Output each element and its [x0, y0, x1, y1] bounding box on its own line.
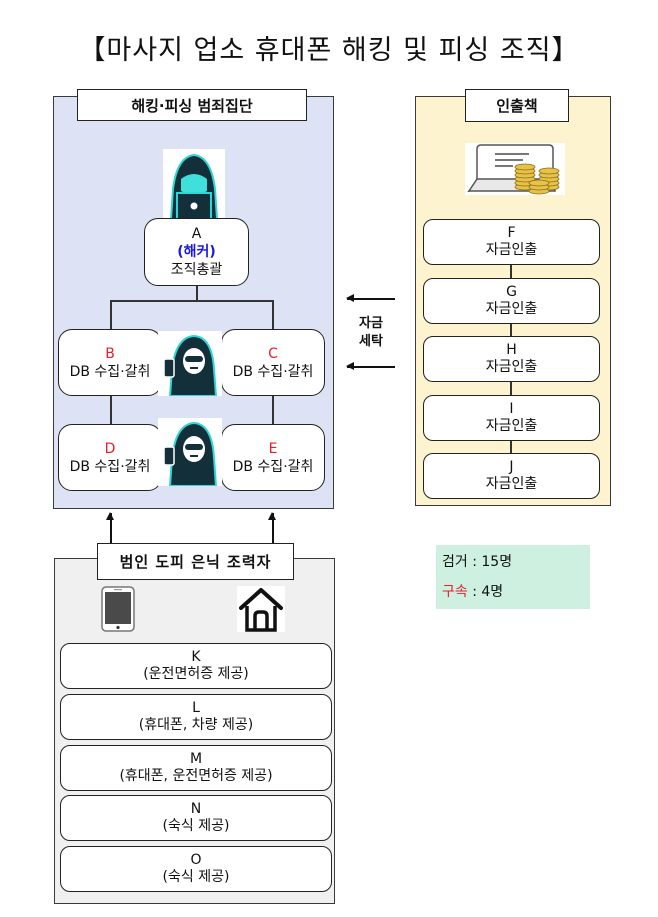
member-node-d: D DB 수집·갈취	[58, 424, 162, 491]
helper-node-n: N (숙식 제공)	[60, 795, 332, 841]
launder-line2: 세탁	[359, 334, 383, 349]
withdrawer-node-i: I 자금인출	[423, 395, 600, 441]
hacker-tag: (해커)	[177, 244, 216, 260]
member-role: 자금인출	[485, 476, 538, 492]
member-role: 자금인출	[485, 242, 538, 258]
member-node-c: C DB 수집·갈취	[221, 329, 325, 396]
withdrawer-node-j: J 자금인출	[423, 453, 600, 499]
member-id: A	[191, 226, 202, 242]
member-id: L	[192, 700, 200, 716]
detained-stat: 구속 : 4명	[442, 577, 590, 607]
connector-line	[110, 300, 112, 330]
withdrawer-node-f: F 자금인출	[423, 219, 600, 265]
detained-label: 구속	[442, 584, 468, 600]
member-id: O	[190, 852, 202, 868]
member-role: (운전면허증 제공)	[143, 666, 249, 682]
connector-line	[272, 300, 274, 330]
member-id: D	[104, 440, 116, 457]
member-role: (숙식 제공)	[162, 818, 230, 834]
launder-label: 자금 세탁	[346, 315, 396, 351]
member-id: H	[506, 342, 517, 358]
withdrawers-header: 인출책	[465, 89, 569, 122]
member-id: K	[191, 649, 201, 665]
arrested-value: : 15명	[467, 554, 513, 570]
member-role: 조직총괄	[170, 262, 223, 278]
member-id: N	[190, 801, 202, 817]
smartphone-icon	[101, 586, 135, 632]
hacking-group-header: 해킹·피싱 범죄집단	[77, 89, 307, 121]
member-id: I	[509, 401, 514, 417]
hacker-phone-icon	[158, 331, 222, 397]
member-role: DB 수집·갈취	[232, 363, 314, 380]
member-role: (휴대폰, 차량 제공)	[138, 717, 254, 733]
member-node-e: E DB 수집·갈취	[221, 424, 325, 491]
launder-line1: 자금	[359, 316, 383, 331]
hacker-phone-icon	[158, 418, 222, 487]
member-node-b: B DB 수집·갈취	[58, 329, 162, 396]
member-role: 자금인출	[485, 359, 538, 375]
member-id: B	[105, 345, 115, 362]
helper-node-k: K (운전면허증 제공)	[60, 643, 332, 689]
stats-box: 검거 : 15명 구속 : 4명	[436, 545, 590, 609]
member-role: 자금인출	[485, 418, 538, 434]
arrow-up-icon	[107, 512, 113, 545]
connector-line	[272, 395, 274, 425]
helper-node-o: O (숙식 제공)	[60, 846, 332, 892]
member-role: 자금인출	[485, 301, 538, 317]
leader-node-a: A (해커) 조직총괄	[144, 218, 249, 286]
withdrawer-node-h: H 자금인출	[423, 336, 600, 382]
arrested-stat: 검거 : 15명	[442, 547, 590, 577]
arrow-left-icon	[346, 295, 395, 301]
member-id: J	[509, 459, 514, 475]
helpers-header: 범인 도피 은닉 조력자	[97, 543, 294, 580]
house-icon	[237, 586, 285, 632]
connector-line	[110, 300, 273, 302]
connector-line	[196, 286, 198, 301]
member-id: G	[506, 284, 517, 300]
atm-coins-icon	[465, 143, 565, 195]
helper-node-l: L (휴대폰, 차량 제공)	[60, 694, 332, 740]
member-id: E	[268, 440, 278, 457]
page-title: 【마사지 업소 휴대폰 해킹 및 피싱 조직】	[78, 35, 580, 66]
helper-node-m: M (휴대폰, 운전면허증 제공)	[60, 745, 332, 791]
detained-value: : 4명	[467, 584, 504, 600]
member-id: F	[507, 225, 516, 241]
member-id: C	[268, 345, 278, 362]
member-id: M	[189, 751, 203, 767]
arrested-label: 검거	[442, 554, 468, 570]
hacker-laptop-icon	[163, 149, 225, 220]
arrow-up-icon	[269, 512, 275, 545]
arrow-left-icon	[346, 363, 395, 369]
member-role: DB 수집·갈취	[232, 458, 314, 475]
member-role: (휴대폰, 운전면허증 제공)	[119, 768, 273, 784]
withdrawer-node-g: G 자금인출	[423, 278, 600, 324]
connector-line	[110, 395, 112, 425]
member-role: DB 수집·갈취	[69, 363, 151, 380]
member-role: (숙식 제공)	[162, 869, 230, 885]
member-role: DB 수집·갈취	[69, 458, 151, 475]
